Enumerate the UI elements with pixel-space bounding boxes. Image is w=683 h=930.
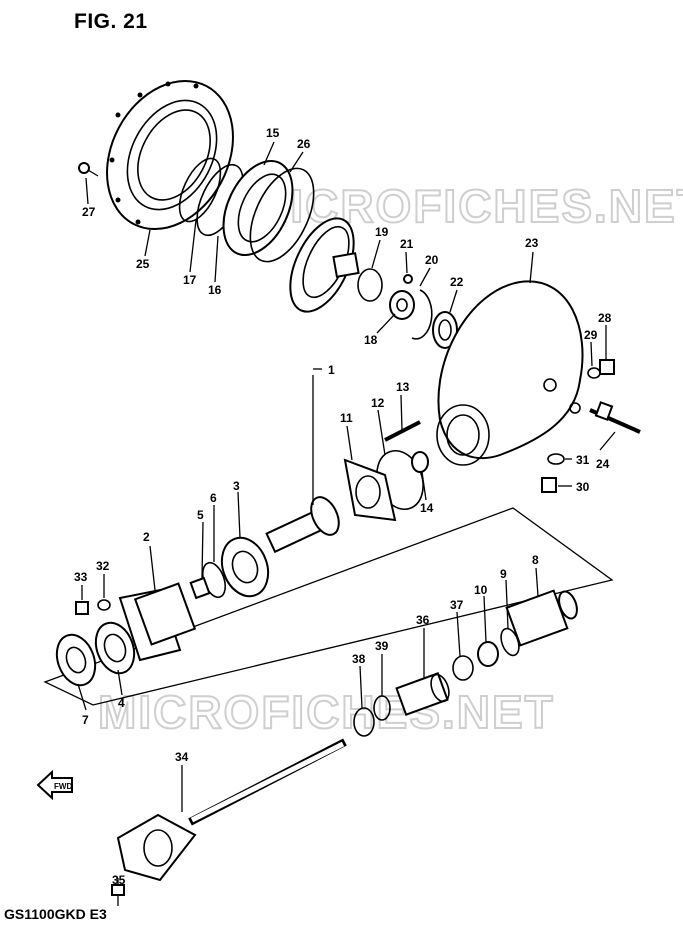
callout-21: 21 [400,237,414,251]
part-13-pin [384,420,421,442]
part-4-bearing [94,621,136,675]
part-8-coupling [505,589,578,647]
watermark-top: MICROFICHES.NET [250,180,683,232]
callout-37: 37 [450,598,464,612]
callout-11: 11 [340,411,353,425]
part-25-flange [106,79,234,231]
watermark-bottom: MICROFICHES.NET [98,686,555,738]
callout-24: 24 [596,457,610,471]
callout-39: 39 [375,639,389,653]
part-34-propeller-shaft [116,738,347,882]
callout-22: 22 [450,275,464,289]
callout-9: 9 [500,567,507,581]
part-29-gasket [587,367,601,379]
part-14-collar [411,451,429,473]
callout-2: 2 [143,530,150,544]
callout-28: 28 [598,311,612,325]
part-9-oring [500,627,520,657]
callout-32: 32 [96,559,110,573]
part-21-pin [403,274,413,284]
callout-26: 26 [297,137,311,151]
part-31-washer [547,453,565,465]
part-11-shim [343,458,397,522]
part-27-bolt [78,162,99,177]
callout-34: 34 [175,750,189,764]
part-1-drive-pinion [265,496,340,554]
svg-text:FWD: FWD [54,782,72,791]
part-3-bearing [220,536,270,598]
part-35-bolt [111,884,125,906]
fwd-arrow: FWD [36,769,73,801]
callout-13: 13 [396,380,410,394]
part-24-stud [589,401,641,434]
callout-6: 6 [210,491,217,505]
part-36-joint [395,672,450,716]
part-23-gear-case [436,280,584,466]
part-15-bearing [222,159,294,257]
leader-lines [77,141,616,885]
callout-19: 19 [375,225,389,239]
part-10-nut [477,641,499,667]
callout-7: 7 [82,713,89,727]
part-17-ring [178,157,222,223]
part-20-circlip [411,289,433,340]
model-code-label: GS1100GKD E3 [4,906,107,922]
part-2-bearing-case [118,582,197,662]
callout-5: 5 [197,508,204,522]
part-1-ring-gear [289,217,360,313]
callout-16: 16 [208,283,222,297]
part-5-spacer [189,576,211,600]
callout-15: 15 [266,126,280,140]
part-37-spring [452,655,474,681]
part-22-seal [432,311,458,349]
callout-1: 1 [328,363,335,377]
part-30-drain-bolt [541,477,557,493]
callout-25: 25 [136,257,150,271]
part-38-ring [353,707,375,737]
callout-31: 31 [576,453,590,467]
figure-title: FIG. 21 [74,10,148,33]
part-18-bearing [389,290,415,320]
callout-35: 35 [112,873,126,887]
callout-18: 18 [364,333,378,347]
callout-23: 23 [525,236,539,250]
callout-20: 20 [425,253,439,267]
assembly-frame [43,507,614,706]
callout-3: 3 [233,479,240,493]
callout-38: 38 [352,652,366,666]
part-33-nut [75,601,89,615]
callout-33: 33 [74,570,88,584]
callout-17: 17 [183,273,197,287]
callout-36: 36 [416,613,430,627]
callout-4: 4 [118,696,125,710]
part-26-circlip [249,167,315,263]
callout-14: 14 [420,501,434,515]
part-7-oil-seal [55,633,97,687]
part-19-oring [357,268,383,302]
part-32-washer [97,599,111,611]
callout-30: 30 [576,480,590,494]
callout-8: 8 [532,553,539,567]
callout-12: 12 [371,396,385,410]
callout-10: 10 [474,583,488,597]
callout-numbers: 1 2 3 4 5 6 7 8 9 10 11 12 13 14 15 16 1… [74,126,612,887]
callout-29: 29 [584,328,598,342]
callout-27: 27 [82,205,96,219]
part-28-plug [599,359,615,375]
